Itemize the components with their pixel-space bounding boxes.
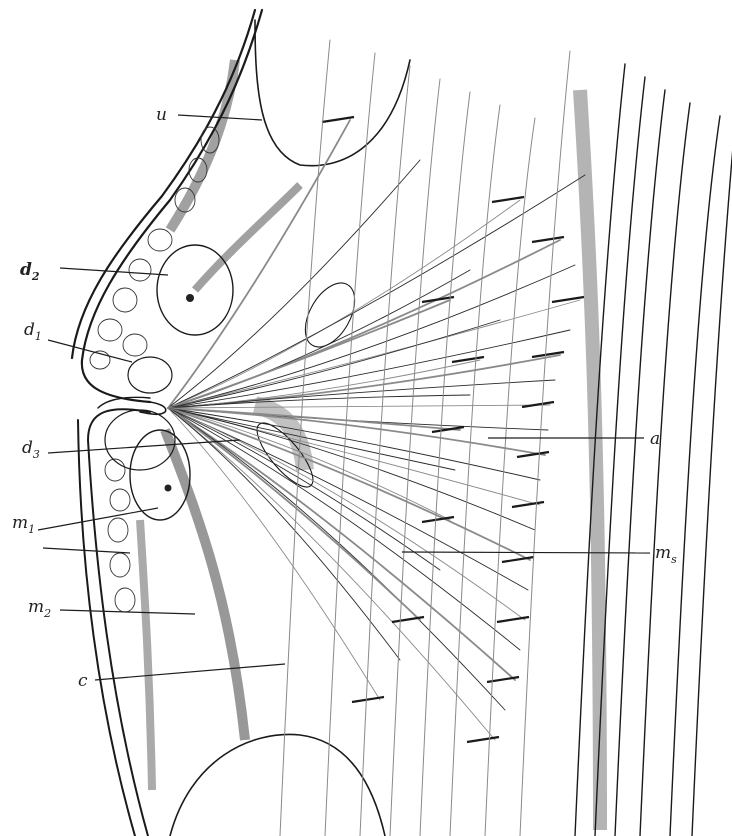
fiber-insertion — [552, 297, 584, 302]
label-u: u — [156, 105, 167, 125]
label-d2: d2 — [20, 260, 40, 283]
label-c: c — [78, 671, 88, 691]
lower-cavity — [170, 734, 385, 836]
radial-fiber — [168, 408, 505, 710]
label-d3: d3 — [22, 438, 40, 461]
label-d1: d1 — [24, 320, 42, 343]
body-outline — [72, 10, 262, 836]
longitudinal-fiber — [640, 103, 690, 836]
label-m2: m2 — [28, 597, 51, 620]
radial-fiber — [168, 160, 420, 408]
label-ms: ms — [655, 543, 677, 566]
radial-fiber — [168, 330, 570, 408]
fiber-insertion — [522, 402, 554, 407]
fiber-insertion — [492, 197, 524, 202]
longitudinal-fiber — [520, 51, 570, 836]
fiber-insertion — [452, 357, 484, 362]
longitudinal-fiber — [325, 53, 375, 836]
radial-fiber — [168, 408, 528, 590]
radial-fiber — [168, 405, 550, 408]
label-a: a — [650, 429, 660, 449]
longitudinal-fiber — [692, 49, 732, 836]
shaded-tissue — [140, 60, 600, 830]
radial-fiber — [168, 200, 520, 408]
label-m1: m1 — [12, 513, 35, 536]
longitudinal-fiber — [670, 116, 720, 836]
longitudinal-fiber — [615, 90, 665, 836]
radial-fiber — [168, 408, 530, 560]
u-cavity — [255, 20, 410, 166]
